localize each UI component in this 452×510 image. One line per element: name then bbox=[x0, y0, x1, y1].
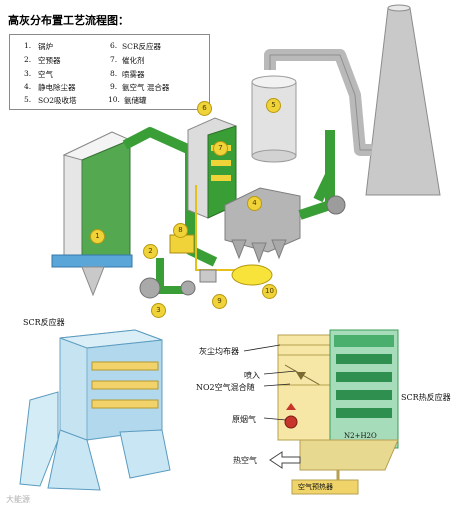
legend-label-7: 催化剂 bbox=[122, 56, 145, 65]
marker-4: 4 bbox=[247, 196, 262, 211]
legend-number-9: 9. bbox=[110, 82, 118, 91]
page-title: 高灰分布置工艺流程图： bbox=[8, 14, 129, 27]
legend-box: 1. 锅炉 2. 空预器 3. 空气 4. 静电除尘器 5. SO2吸收塔 6.… bbox=[9, 34, 210, 110]
legend-label-10: 氨储罐 bbox=[124, 96, 147, 105]
legend-label-4: 静电除尘器 bbox=[38, 83, 76, 92]
mixer-fan bbox=[180, 280, 196, 296]
legend-label-2: 空预器 bbox=[38, 56, 61, 65]
marker-7: 7 bbox=[213, 141, 228, 156]
marker-1: 1 bbox=[90, 229, 105, 244]
legend-label-8: 喷雾器 bbox=[122, 70, 145, 79]
ammonia-line bbox=[195, 185, 250, 271]
marker-2: 2 bbox=[143, 244, 158, 259]
legend-number-1: 1. bbox=[24, 41, 32, 50]
legend-number-7: 7. bbox=[110, 55, 118, 64]
legend-label-6: SCR反应器 bbox=[122, 42, 162, 51]
raw-flue-gas-label: 原烟气 bbox=[232, 415, 256, 424]
marker-5: 5 bbox=[266, 98, 281, 113]
absorber-tower bbox=[251, 81, 297, 157]
legend-label-9: 氨空气 混合器 bbox=[122, 83, 170, 92]
spray-in-label: 喷入 bbox=[244, 371, 260, 380]
ammonia-air-mixer bbox=[199, 269, 217, 283]
hot-air-label: 热空气 bbox=[233, 456, 257, 465]
scr-heat-reactor-label: SCR热反应器 bbox=[401, 393, 451, 402]
legend-number-8: 8. bbox=[110, 69, 118, 78]
process-flow-diagram bbox=[51, 4, 441, 299]
legend-number-6: 6. bbox=[110, 41, 118, 50]
scr-section-title: SCR反应器 bbox=[23, 318, 65, 327]
legend-number-2: 2. bbox=[24, 55, 32, 64]
legend-number-3: 3. bbox=[24, 69, 32, 78]
legend-number-10: 10. bbox=[108, 95, 120, 104]
ash-distributor-label: 灰尘均布器 bbox=[199, 347, 239, 356]
marker-9: 9 bbox=[212, 294, 227, 309]
chimney-top bbox=[387, 4, 411, 12]
legend-number-5: 5. bbox=[24, 95, 32, 104]
ammonia-tank bbox=[231, 264, 273, 286]
marker-8: 8 bbox=[173, 223, 188, 238]
legend-label-3: 空气 bbox=[38, 70, 53, 79]
electrostatic-precipitator bbox=[224, 187, 301, 253]
induced-draft-fan bbox=[326, 195, 346, 215]
marker-3: 3 bbox=[151, 303, 166, 318]
legend-number-4: 4. bbox=[24, 82, 32, 91]
marker-10: 10 bbox=[262, 284, 277, 299]
legend-label-5: SO2吸收塔 bbox=[38, 96, 77, 105]
air-preheater-label: 空气预热器 bbox=[298, 483, 333, 491]
nh3-air-mixer-label: NO2空气混合随 bbox=[196, 383, 255, 392]
watermark: 大能源 bbox=[6, 495, 30, 504]
legend-label-1: 锅炉 bbox=[38, 42, 53, 51]
products-label: N2+H2O bbox=[344, 432, 377, 440]
marker-6: 6 bbox=[197, 101, 212, 116]
chimney bbox=[365, 7, 441, 196]
forced-draft-fan bbox=[139, 277, 161, 299]
